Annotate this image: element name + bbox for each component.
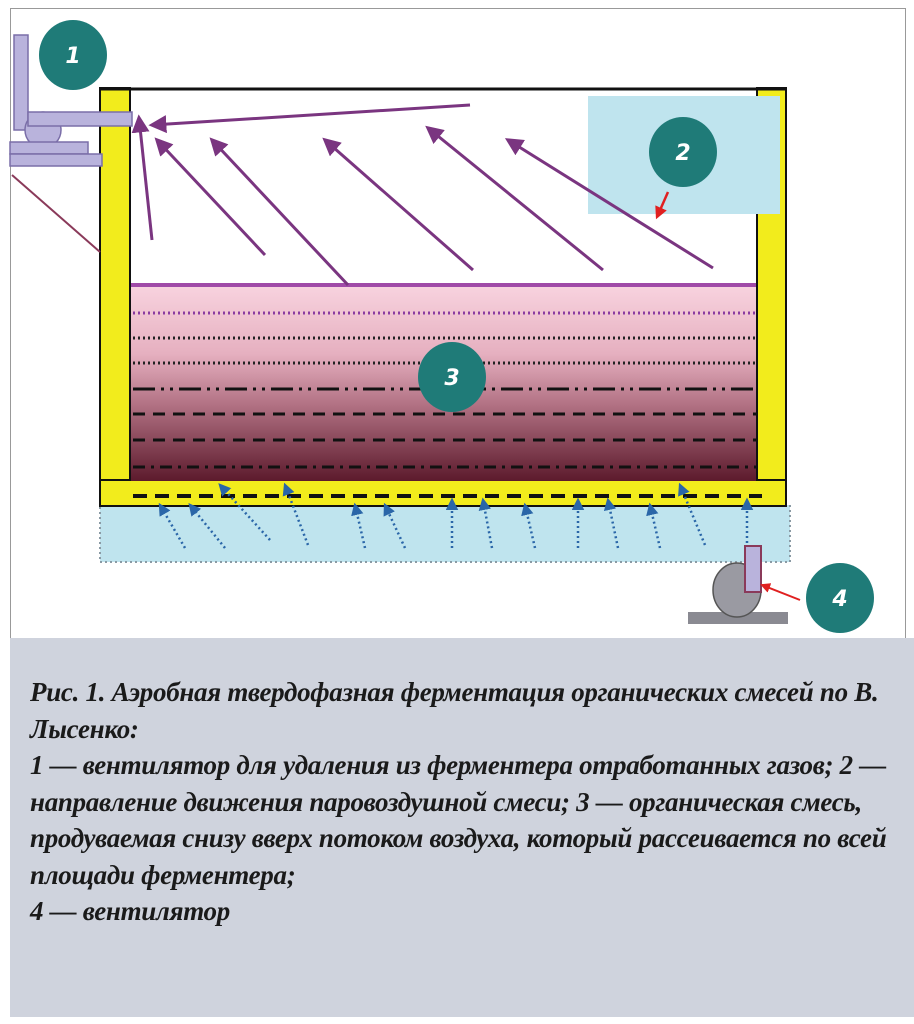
tank-wall-left [99,87,131,507]
badge-4: 4 [806,563,874,633]
air-distribution-zone [99,504,791,563]
supply-fan-icon [688,545,788,624]
caption-title: Рис. 1. Аэробная твердофазная ферментаци… [30,677,879,744]
svg-text:1: 1 [65,44,80,69]
badge-1: 1 [39,20,107,90]
tank-floor [99,479,787,507]
svg-text:2: 2 [675,141,690,166]
fermentation-diagram: 1 2 3 4 [9,20,874,633]
svg-text:3: 3 [444,366,459,391]
figure-frame [10,8,906,640]
badge-3: 3 [418,342,486,412]
exhaust-fan-icon [9,34,133,167]
svg-text:4: 4 [831,587,847,612]
figure-caption: Рис. 1. Аэробная твердофазная ферментаци… [10,638,914,1017]
badge-2: 2 [649,117,717,187]
pointer-arrow-2 [655,191,670,220]
support-strut [11,174,101,253]
vapor-flow-arrows [131,103,714,287]
pointer-arrow-4 [760,583,801,601]
air-flow-arrows [158,482,754,549]
caption-legend-1-3: 1 — вентилятор для удаления из ферментер… [30,750,887,890]
caption-legend-4: 4 — вентилятор [30,896,230,926]
